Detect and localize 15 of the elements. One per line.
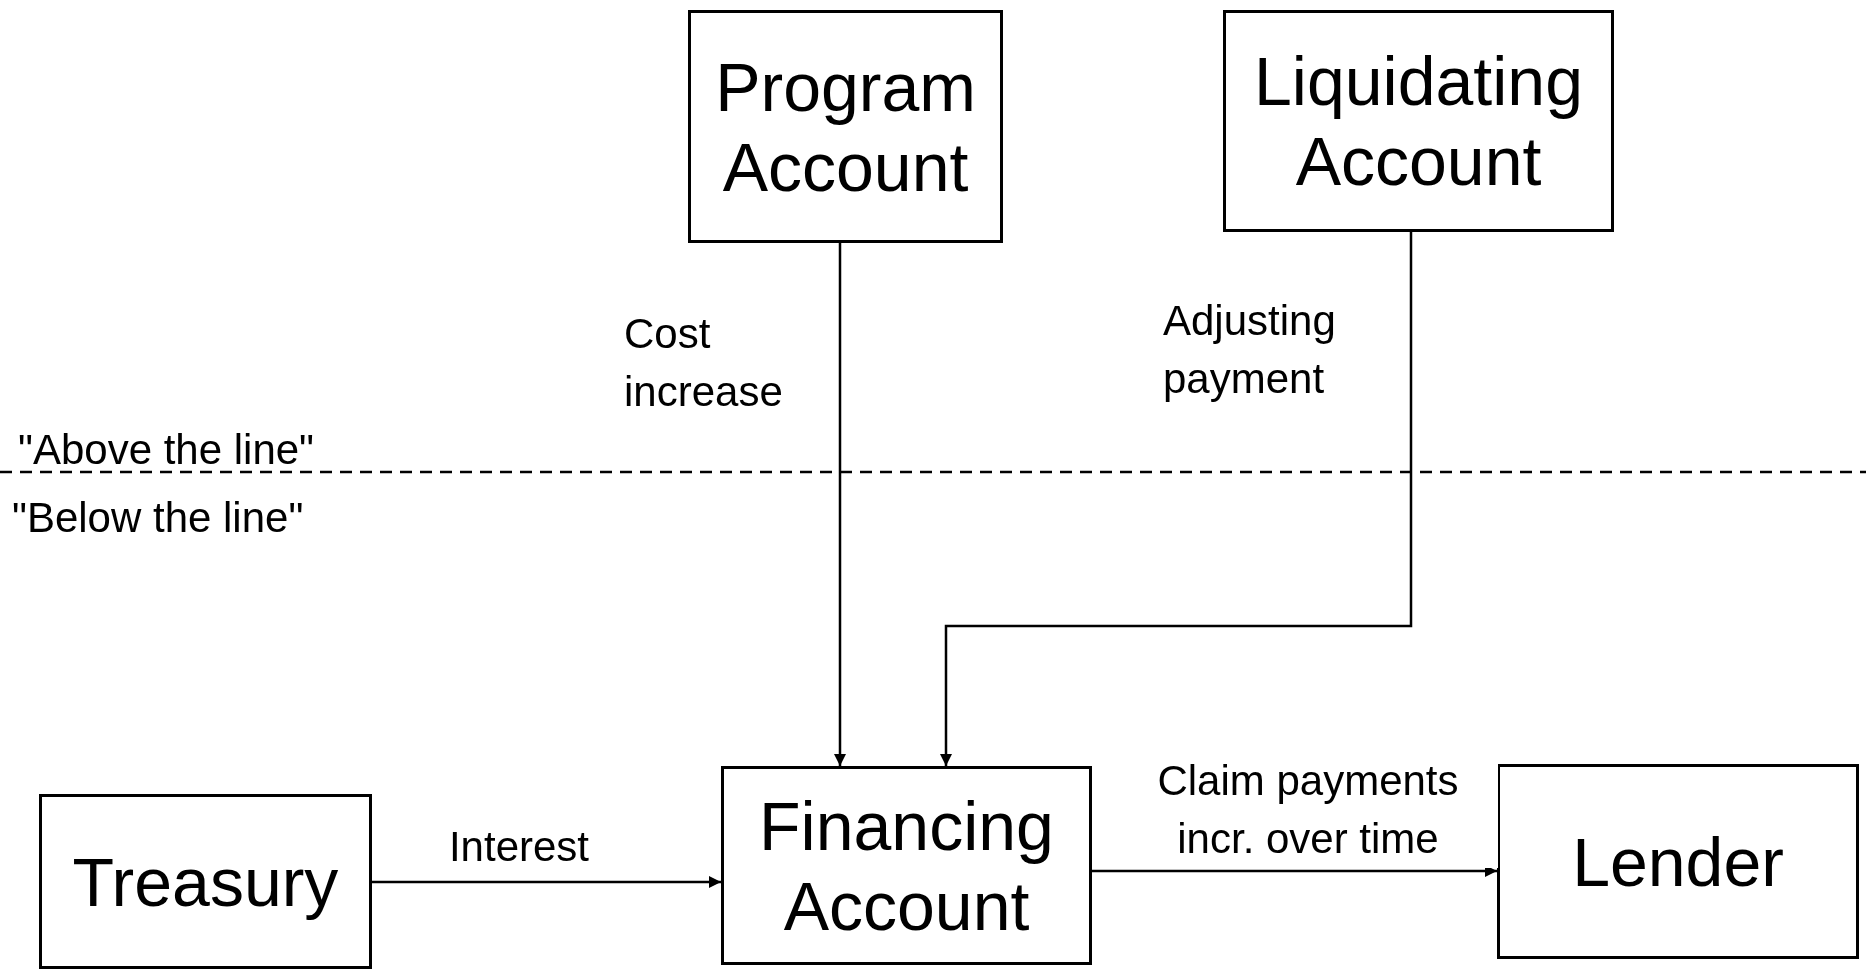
arrow bbox=[940, 232, 1413, 766]
zone-label: "Below the line" bbox=[12, 493, 304, 543]
box-label: Liquidating Account bbox=[1253, 42, 1584, 201]
box-label: Lender bbox=[1572, 822, 1784, 902]
account-box bbox=[1223, 10, 1614, 232]
account-box bbox=[1497, 764, 1859, 959]
box-label: Financing Account bbox=[758, 786, 1055, 946]
arrow bbox=[372, 876, 721, 888]
zone-label: "Above the line" bbox=[18, 425, 314, 475]
box-label: Treasury bbox=[72, 842, 339, 922]
arrow bbox=[834, 243, 846, 766]
account-box bbox=[688, 10, 1003, 243]
box-label: Program Account bbox=[714, 47, 977, 207]
account-box bbox=[721, 766, 1092, 965]
account-box bbox=[39, 794, 372, 969]
